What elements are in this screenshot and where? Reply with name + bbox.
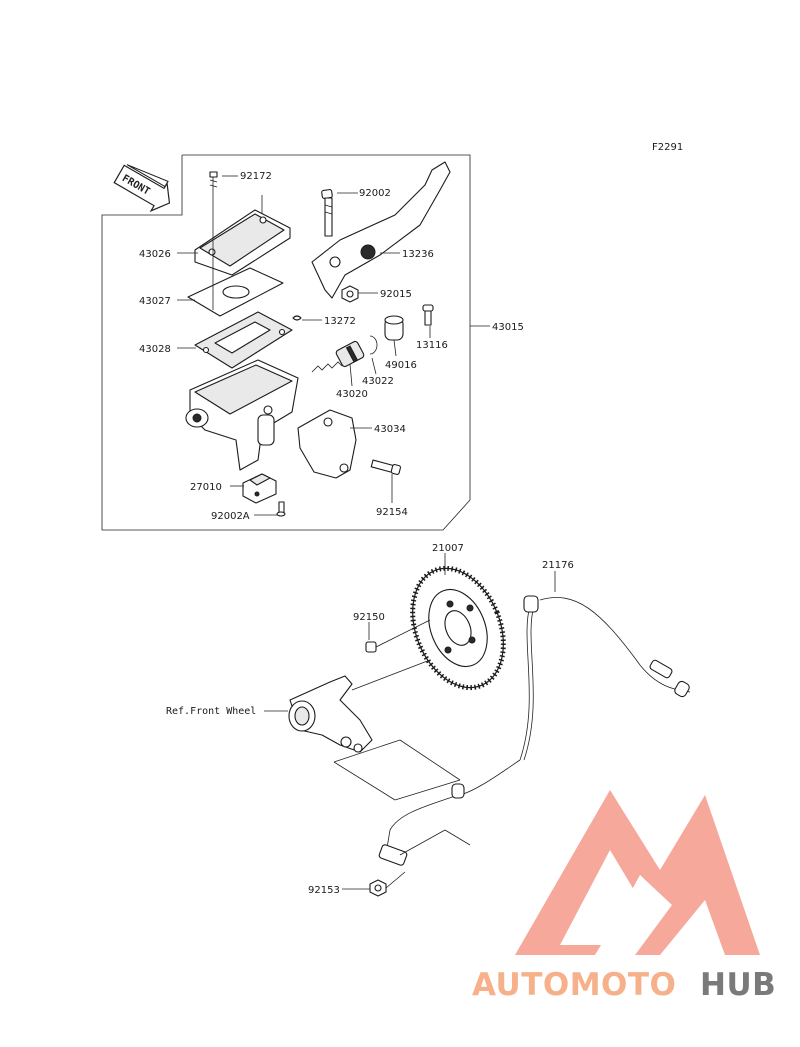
label-21176: 21176 <box>542 560 574 571</box>
label-43015: 43015 <box>492 322 524 333</box>
watermark-text-part1: AUTOMOTO <box>472 967 676 1003</box>
boot-49016 <box>384 315 404 341</box>
bolt-92153 <box>369 871 406 897</box>
label-43020: 43020 <box>336 389 368 400</box>
label-92002A: 92002A <box>211 511 250 522</box>
watermark-text-part2: HUB <box>700 967 776 1003</box>
label-13272: 13272 <box>324 316 356 327</box>
bolt-92150 <box>365 619 431 653</box>
diaphragm-43028 <box>194 311 293 369</box>
plate-43027 <box>187 267 284 317</box>
pin-13116 <box>422 304 434 326</box>
clip-13272 <box>292 315 302 321</box>
master-cylinder-body <box>185 359 299 471</box>
clamp-43034 <box>297 409 357 479</box>
label-92002: 92002 <box>359 188 391 199</box>
screw-92002A <box>276 501 286 517</box>
label-92015: 92015 <box>380 289 412 300</box>
label-ref-front-wheel: Ref.Front Wheel <box>166 706 256 717</box>
piston-43020 <box>311 340 365 373</box>
label-43022: 43022 <box>362 376 394 387</box>
brake-lever-13236 <box>311 161 451 299</box>
leader-lines-frame <box>177 175 490 516</box>
reservoir-cap-43026 <box>194 209 291 276</box>
switch-27010 <box>242 473 277 504</box>
label-43028: 43028 <box>139 344 171 355</box>
rotor-21007 <box>410 565 506 691</box>
circlip-43022 <box>369 335 378 355</box>
label-92150: 92150 <box>353 612 385 623</box>
label-21007: 21007 <box>432 543 464 554</box>
nut-92015 <box>341 285 359 303</box>
label-43027: 43027 <box>139 296 171 307</box>
bolt-92154 <box>370 459 401 475</box>
label-49016: 49016 <box>385 360 417 371</box>
screw-92172 <box>209 171 218 192</box>
abs-sensor-21176 <box>378 595 691 866</box>
label-92153: 92153 <box>308 885 340 896</box>
watermark-logo: AUTOMOTO HUB <box>472 790 776 1003</box>
label-92172: 92172 <box>240 171 272 182</box>
figure-code: F2291 <box>652 142 683 153</box>
label-43026: 43026 <box>139 249 171 260</box>
label-27010: 27010 <box>190 482 222 493</box>
bolt-92002 <box>321 189 333 237</box>
label-92154: 92154 <box>376 507 408 518</box>
leader-lines-abs <box>264 553 556 890</box>
label-13116: 13116 <box>416 340 448 351</box>
assembly-frame <box>101 154 471 531</box>
front-direction-badge: FRONT <box>113 164 171 213</box>
front-wheel-hub <box>288 659 431 753</box>
label-43034: 43034 <box>374 424 406 435</box>
label-13236: 13236 <box>402 249 434 260</box>
